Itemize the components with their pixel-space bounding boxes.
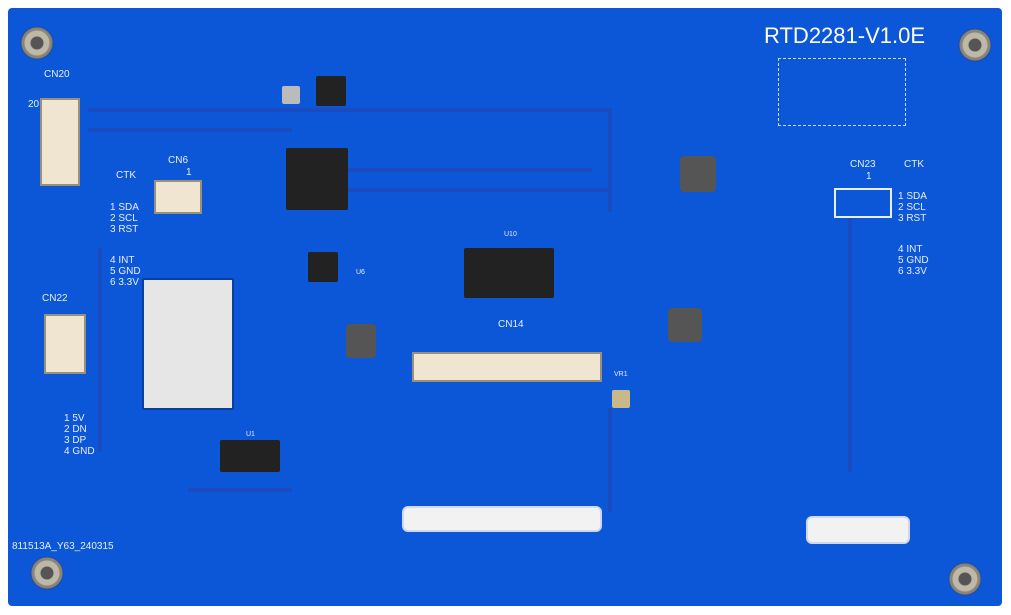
mounting-hole: [20, 26, 54, 60]
mounting-hole: [958, 28, 992, 62]
pcb-board: RTD2281-V1.0E 811513A_Y63_240315 CN20 20…: [8, 8, 1002, 606]
u1-label: U1: [246, 431, 255, 438]
chip: [316, 76, 346, 106]
trim-potentiometer-vr1: [612, 390, 630, 408]
cutout-window: [142, 278, 234, 410]
inductor: [346, 324, 376, 358]
cn6-label: CN6: [168, 155, 189, 166]
chip-u1: [220, 440, 280, 472]
mounting-hole: [948, 562, 982, 596]
crystal: [282, 86, 300, 104]
chip-u10: [464, 248, 554, 298]
cn14-connector: [412, 352, 602, 382]
mounting-slot: [806, 516, 910, 544]
cn20-label: CN20: [44, 69, 70, 80]
cn22-label: CN22: [42, 293, 68, 304]
cn23-footprint: [834, 188, 892, 218]
cn20-pin-label: 20: [28, 99, 40, 110]
inductor: [668, 308, 702, 342]
u10-label: U10: [504, 231, 517, 238]
ctk-left-title: CTK: [116, 170, 136, 181]
ctk-right-title: CTK: [904, 159, 924, 170]
board-title: RTD2281-V1.0E: [764, 23, 926, 48]
vr1-label: VR1: [614, 371, 628, 378]
chip-u6: [308, 252, 338, 282]
mounting-slot: [402, 506, 602, 532]
inductor: [680, 156, 716, 192]
cn6-connector: [154, 180, 202, 214]
cn23-pin-label: 1: [866, 171, 872, 182]
cn6-pin-label: 1: [186, 167, 192, 178]
cn22-connector: [44, 314, 86, 374]
cn14-label: CN14: [498, 319, 524, 330]
main-ic-rtd2281: [286, 148, 348, 210]
silkscreen-outline: [778, 58, 906, 126]
cn23-label: CN23: [850, 159, 876, 170]
board-serial: 811513A_Y63_240315: [12, 541, 114, 552]
u6-label: U6: [356, 269, 365, 276]
mounting-hole: [30, 556, 64, 590]
cn20-connector: [40, 98, 80, 186]
